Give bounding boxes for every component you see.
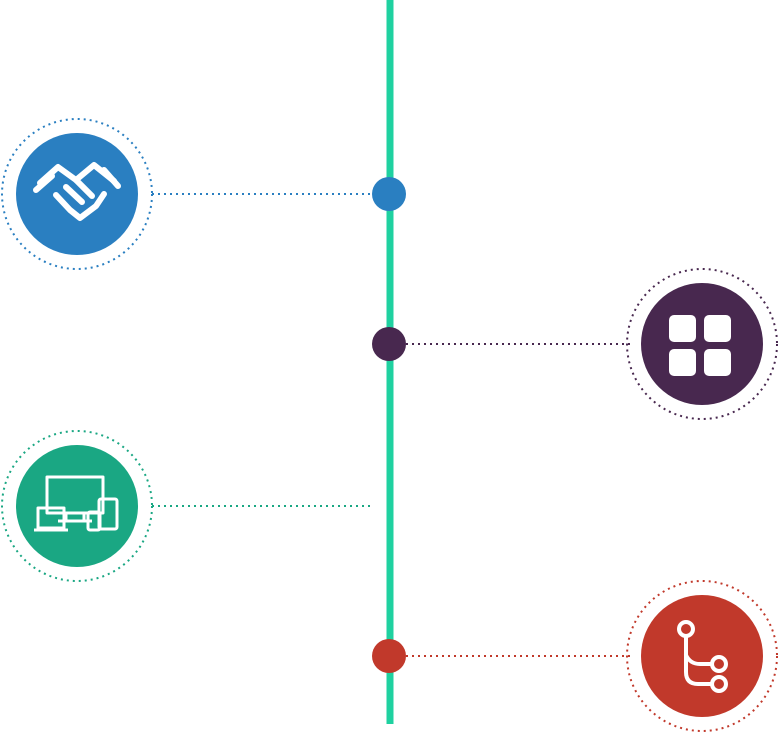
grid-apps-icon: [669, 315, 731, 376]
icon-ring-1: [1, 118, 153, 270]
icon-ring-3: [1, 430, 153, 582]
timeline-marker-1: [372, 177, 406, 211]
icon-circle-2: [641, 283, 763, 405]
devices-icon: [34, 475, 119, 532]
timeline-marker-2: [372, 327, 406, 361]
icon-ring-4: [626, 580, 778, 732]
timeline-node-2: [372, 268, 778, 420]
icon-circle-4: [641, 595, 763, 717]
icon-ring-2: [626, 268, 778, 420]
icon-circle-3: [16, 445, 138, 567]
timeline-node-1: [1, 118, 406, 270]
timeline-marker-4: [372, 639, 406, 673]
timeline-node-3: [1, 430, 372, 582]
branch-workflow-icon: [677, 620, 728, 693]
timeline-node-4: [372, 580, 778, 732]
handshake-icon: [33, 162, 121, 221]
